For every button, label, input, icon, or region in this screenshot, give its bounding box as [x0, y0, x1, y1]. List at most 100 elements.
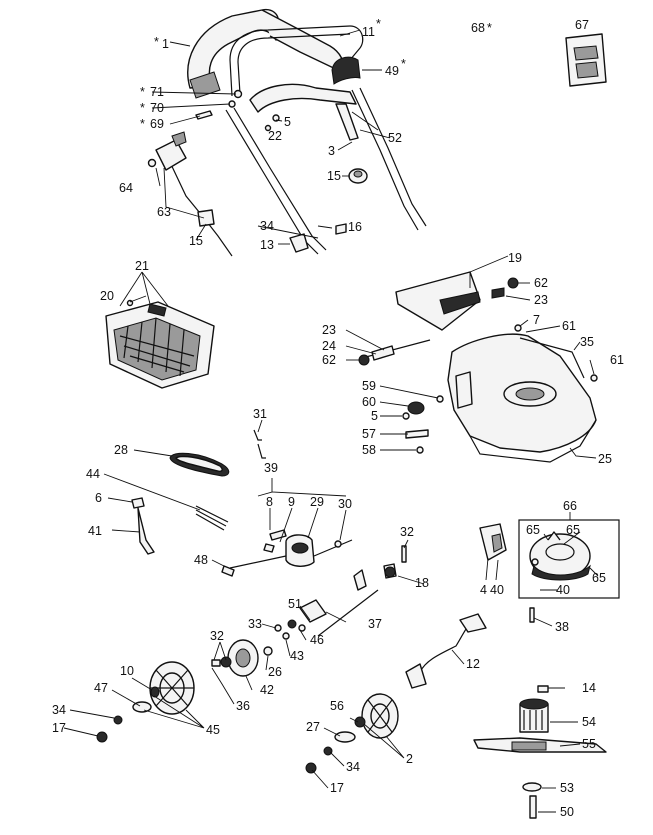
clamp-part-13 [289, 223, 347, 253]
marker-star-1: * [154, 35, 159, 49]
handle-grip-part-49 [331, 56, 361, 85]
callout-19: 19 [508, 251, 522, 265]
part-62-and-23 [491, 277, 519, 299]
callout-62-top: 62 [534, 276, 548, 290]
callout-24: 24 [322, 339, 336, 353]
callout-64: 64 [119, 181, 133, 195]
callout-25: 25 [598, 452, 612, 466]
callout-23-left: 23 [322, 323, 336, 337]
callout-55: 55 [582, 737, 596, 751]
callout-22: 22 [268, 129, 282, 143]
guard-parts-65 [529, 531, 591, 581]
callout-3: 3 [328, 144, 335, 158]
blade-adapter-part-54 [519, 698, 549, 733]
callout-68: 68 [471, 21, 485, 35]
marker-star-68: * [487, 21, 492, 35]
lower-handle-part-3 [225, 87, 427, 255]
spring-part-44 [195, 505, 229, 531]
callout-69: 69 [150, 117, 164, 131]
washer-part-53-bolt-50 [522, 782, 542, 819]
callout-30: 30 [338, 497, 352, 511]
callout-57: 57 [362, 427, 376, 441]
callout-40-left: 40 [490, 583, 504, 597]
handle-bar-part-11 [229, 25, 364, 97]
callout-70: 70 [150, 101, 164, 115]
callout-18: 18 [415, 576, 429, 590]
callout-41: 41 [88, 524, 102, 538]
callout-12: 12 [466, 657, 480, 671]
callout-65-left: 65 [526, 523, 540, 537]
rear-flap-part-19 [395, 271, 481, 331]
parts-59-60-5-57-58 [402, 395, 444, 454]
callout-61-right: 61 [610, 353, 624, 367]
callout-61-top: 61 [562, 319, 576, 333]
callout-62-left: 62 [322, 353, 336, 367]
callout-27: 27 [306, 720, 320, 734]
callout-59: 59 [362, 379, 376, 393]
knob-part-15 [348, 168, 368, 184]
callout-67: 67 [575, 18, 589, 32]
marker-star-71: * [140, 85, 145, 99]
callout-20: 20 [100, 289, 114, 303]
callout-29: 29 [310, 495, 324, 509]
lever-part-6-41 [131, 497, 155, 555]
callout-51: 51 [288, 597, 302, 611]
callout-60: 60 [362, 395, 376, 409]
callout-47: 47 [94, 681, 108, 695]
guard-box-part-66 [518, 519, 620, 599]
callout-63: 63 [157, 205, 171, 219]
callout-14: 14 [582, 681, 596, 695]
callout-15-cable: 15 [189, 234, 203, 248]
callout-5-mid: 5 [371, 409, 378, 423]
callout-1: 1 [162, 37, 169, 51]
callout-21: 21 [135, 259, 149, 273]
callout-58: 58 [362, 443, 376, 457]
callout-32-right: 32 [400, 525, 414, 539]
label-sheet-part-67 [565, 33, 607, 87]
callout-17-left: 17 [52, 721, 66, 735]
callout-65-top: 65 [566, 523, 580, 537]
gearbox-part-29 [229, 529, 353, 569]
callout-37: 37 [368, 617, 382, 631]
marker-star-70: * [140, 101, 145, 115]
callout-2: 2 [406, 752, 413, 766]
upper-handle-part-1 [187, 8, 344, 99]
part-32-18 [383, 545, 407, 579]
callout-42: 42 [260, 683, 274, 697]
callout-34-bottom: 34 [346, 760, 360, 774]
cable-part-12 [405, 613, 487, 689]
callout-50: 50 [560, 805, 574, 819]
callout-44: 44 [86, 467, 100, 481]
callout-9: 9 [288, 495, 295, 509]
cross-bar-part-52 [249, 83, 359, 141]
callout-33: 33 [248, 617, 262, 631]
cable-part-63 [155, 131, 233, 257]
callout-48: 48 [194, 553, 208, 567]
callout-15-knob: 15 [327, 169, 341, 183]
rod-part-23-24 [358, 339, 431, 366]
callout-26: 26 [268, 665, 282, 679]
side-plate-part-4 [479, 523, 507, 561]
callout-53: 53 [560, 781, 574, 795]
spring-part-31 [253, 429, 266, 459]
callout-32-left: 32 [210, 629, 224, 643]
axle-part-35 [514, 324, 598, 382]
callout-10: 10 [120, 664, 134, 678]
callout-6: 6 [95, 491, 102, 505]
callout-54: 54 [582, 715, 596, 729]
callout-28: 28 [114, 443, 128, 457]
callout-43: 43 [290, 649, 304, 663]
marker-star-69: * [140, 117, 145, 131]
wheel-hub-part-42 [211, 639, 273, 677]
blade-part-55 [473, 737, 607, 753]
callout-34-left: 34 [52, 703, 66, 717]
callout-38: 38 [555, 620, 569, 634]
leader-lines [63, 29, 599, 813]
callout-39: 39 [264, 461, 278, 475]
screw-part-38 [529, 607, 535, 623]
callout-35: 35 [580, 335, 594, 349]
axle-part-37 [299, 569, 379, 637]
callout-34-upper: 34 [260, 219, 274, 233]
